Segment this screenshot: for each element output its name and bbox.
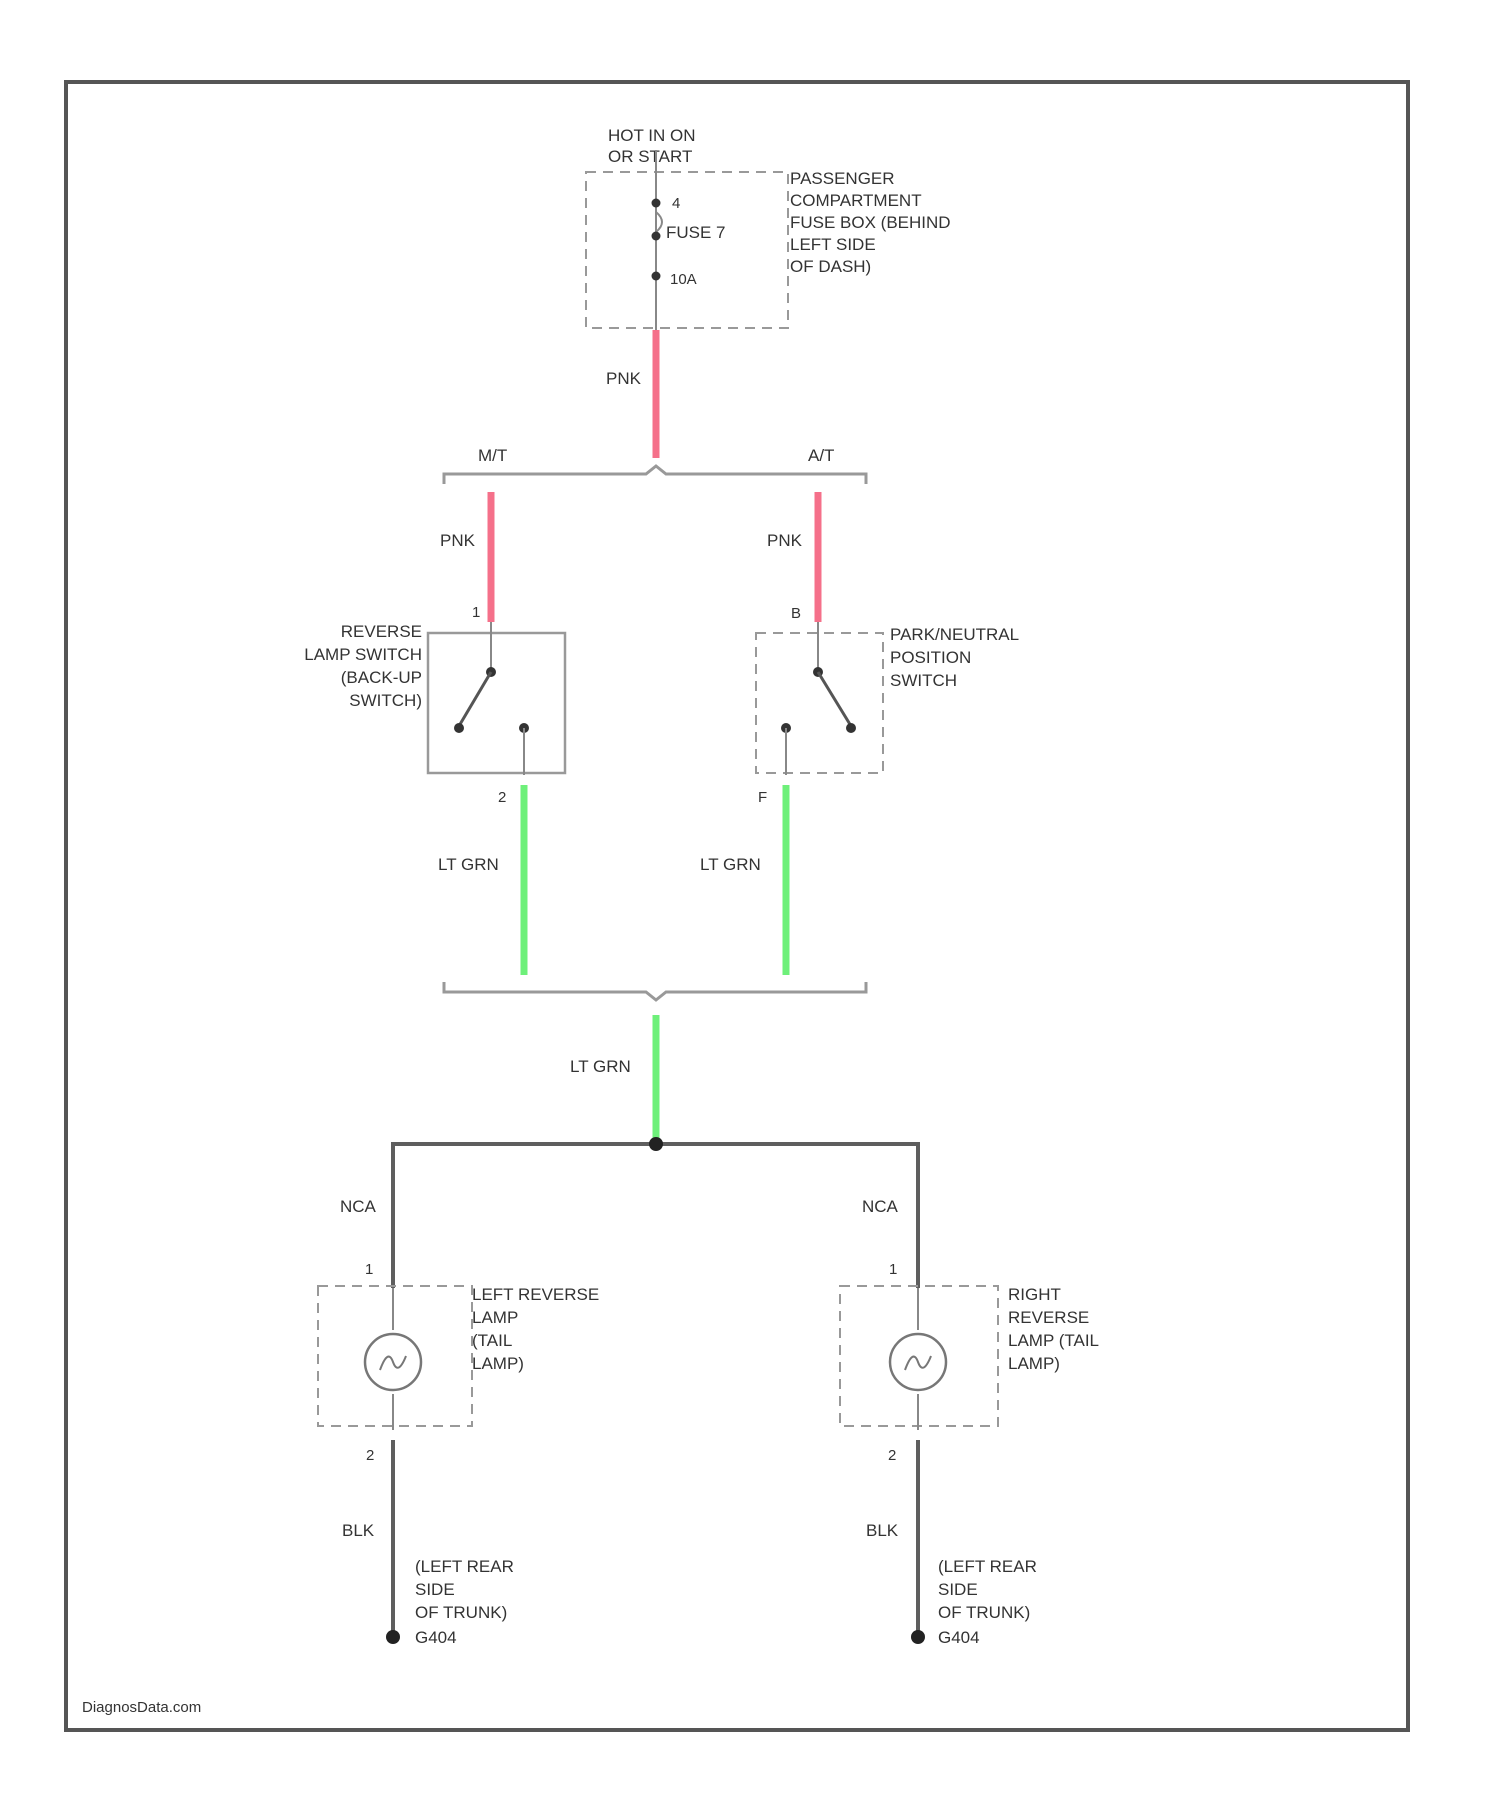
splice-node xyxy=(649,1137,663,1151)
nca-right-label: NCA xyxy=(862,1197,899,1216)
left-lamp-name-line4: LAMP) xyxy=(472,1354,524,1373)
reverse-switch-pin-in: 1 xyxy=(472,604,480,621)
pnk-main-label: PNK xyxy=(606,369,642,388)
ltgrn-main-label: LT GRN xyxy=(570,1057,631,1076)
park-switch-pin-in: B xyxy=(791,605,801,622)
left-ground-id: G404 xyxy=(415,1628,457,1647)
right-lamp-name-line3: LAMP (TAIL xyxy=(1008,1331,1099,1350)
right-ground-line3: OF TRUNK) xyxy=(938,1603,1030,1622)
right-ground-line2: SIDE xyxy=(938,1580,978,1599)
nca-left-label: NCA xyxy=(340,1197,377,1216)
join-brace-bottom xyxy=(444,982,866,1000)
fusebox-name-line5: OF DASH) xyxy=(790,257,871,276)
power-label-line2: OR START xyxy=(608,147,692,166)
right-lamp-name-line1: RIGHT xyxy=(1008,1285,1061,1304)
reverse-switch-name-line4: SWITCH) xyxy=(349,691,422,710)
left-ground-icon xyxy=(386,1630,400,1644)
pnk-mt-label: PNK xyxy=(440,531,476,550)
fusebox-name-line4: LEFT SIDE xyxy=(790,235,876,254)
fuse-label: FUSE 7 xyxy=(666,223,726,242)
split-brace-top xyxy=(444,466,866,484)
reverse-switch-pin-out: 2 xyxy=(498,789,506,806)
fuse-pin-top-label: 4 xyxy=(672,195,680,212)
fusebox-name-line3: FUSE BOX (BEHIND xyxy=(790,213,951,232)
reverse-switch-name-line3: (BACK-UP xyxy=(341,668,422,687)
ltgrn-right-label: LT GRN xyxy=(700,855,761,874)
fuse-box-outline xyxy=(586,172,788,328)
watermark-text: DiagnosData.com xyxy=(82,1699,201,1716)
left-ground-line3: OF TRUNK) xyxy=(415,1603,507,1622)
left-ground-line2: SIDE xyxy=(415,1580,455,1599)
left-lamp-name-line3: (TAIL xyxy=(472,1331,512,1350)
power-label-line1: HOT IN ON xyxy=(608,126,696,145)
left-lamp-filament-icon xyxy=(380,1356,406,1370)
pnk-at-label: PNK xyxy=(767,531,803,550)
right-lamp-pin-in: 1 xyxy=(889,1261,897,1278)
left-lamp-pin-in: 1 xyxy=(365,1261,373,1278)
left-ground-line1: (LEFT REAR xyxy=(415,1557,514,1576)
park-switch-pin-out: F xyxy=(758,789,767,806)
park-switch-box xyxy=(756,633,883,773)
park-switch-name-line1: PARK/NEUTRAL xyxy=(890,625,1019,644)
fusebox-name-line1: PASSENGER xyxy=(790,169,895,188)
park-switch-name-line2: POSITION xyxy=(890,648,971,667)
park-switch-name-line3: SWITCH xyxy=(890,671,957,690)
diagram-frame xyxy=(66,82,1408,1730)
left-lamp-name-line2: LAMP xyxy=(472,1308,518,1327)
right-lamp-pin-out: 2 xyxy=(888,1447,896,1464)
blk-right-label: BLK xyxy=(866,1521,899,1540)
right-lamp-filament-icon xyxy=(905,1356,931,1370)
left-lamp-pin-out: 2 xyxy=(366,1447,374,1464)
right-ground-id: G404 xyxy=(938,1628,980,1647)
nca-distribution-wire xyxy=(393,1144,918,1288)
fuse-node xyxy=(652,232,661,241)
split-mt-label: M/T xyxy=(478,446,507,465)
reverse-switch-name-line1: REVERSE xyxy=(341,622,422,641)
reverse-switch-contact-a xyxy=(454,723,464,733)
park-switch-contact-a xyxy=(846,723,856,733)
right-lamp-name-line2: REVERSE xyxy=(1008,1308,1089,1327)
fuse-pin-bottom xyxy=(652,272,661,281)
reverse-switch-name-line2: LAMP SWITCH xyxy=(304,645,422,664)
reverse-switch-blade xyxy=(459,672,491,726)
split-at-label: A/T xyxy=(808,446,834,465)
fusebox-name-line2: COMPARTMENT xyxy=(790,191,922,210)
left-lamp-box xyxy=(318,1286,472,1426)
park-switch-blade xyxy=(818,672,851,726)
right-ground-icon xyxy=(911,1630,925,1644)
ltgrn-left-label: LT GRN xyxy=(438,855,499,874)
blk-left-label: BLK xyxy=(342,1521,375,1540)
fuse-amp-label: 10A xyxy=(670,271,697,288)
left-lamp-name-line1: LEFT REVERSE xyxy=(472,1285,599,1304)
right-ground-line1: (LEFT REAR xyxy=(938,1557,1037,1576)
fuse-pin-top xyxy=(652,199,661,208)
reverse-switch-box xyxy=(428,633,565,773)
right-lamp-name-line4: LAMP) xyxy=(1008,1354,1060,1373)
